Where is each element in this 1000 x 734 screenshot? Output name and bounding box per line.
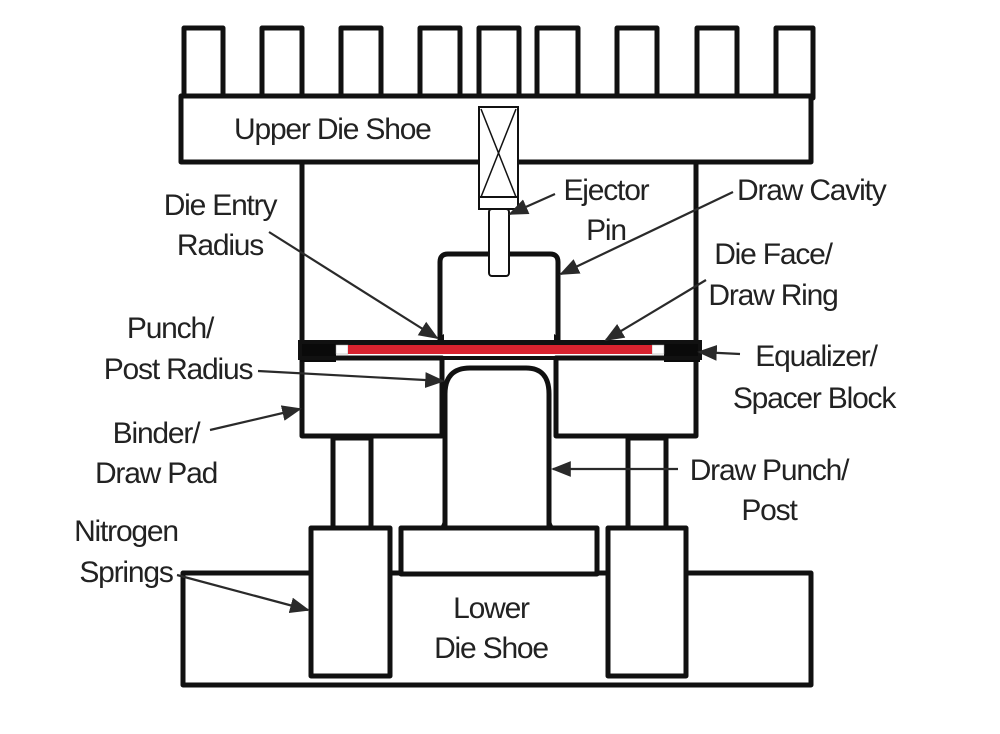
draw-punch	[442, 365, 552, 526]
label-equalizer-line1: Equalizer/	[755, 340, 878, 373]
leader-draw-cavity	[559, 191, 734, 275]
leader-equalizer	[697, 344, 741, 361]
leader-die-entry-radius	[268, 231, 439, 340]
nitrogen-spring-left	[308, 525, 393, 679]
tooth	[476, 25, 522, 101]
leader-lines	[176, 191, 741, 614]
label-punch-radius-line1: Punch/	[127, 312, 215, 345]
label-ejector-pin-line1: Ejector	[564, 174, 650, 207]
punch-base	[398, 525, 600, 577]
tooth	[181, 25, 226, 101]
tooth	[694, 25, 740, 101]
draw-blank-sheet	[348, 345, 652, 354]
blank-edge-right	[651, 344, 665, 355]
tooth	[259, 25, 305, 101]
tooth	[534, 25, 581, 101]
label-die-entry-radius-line2: Radius	[177, 229, 263, 262]
ejector-cylinder	[478, 106, 519, 210]
blank-edge-left	[335, 344, 349, 355]
leader-die-face	[604, 279, 707, 342]
pressure-pin-left	[330, 435, 374, 531]
label-nitrogen-springs-line1: Nitrogen	[74, 515, 178, 548]
label-lower-die-shoe-line2: Die Shoe	[434, 632, 548, 665]
lower-die-shoe	[180, 570, 814, 688]
leader-punch-radius	[257, 369, 445, 388]
leader-ejector-pin	[508, 192, 556, 216]
label-die-entry-radius-line1: Die Entry	[164, 189, 278, 222]
label-die-face-line2: Draw Ring	[708, 279, 837, 312]
leader-nitrogen-springs	[176, 573, 310, 614]
label-draw-cavity: Draw Cavity	[737, 174, 887, 207]
label-draw-punch-line2: Post	[741, 494, 798, 527]
pressure-pin-right	[625, 435, 669, 531]
label-ejector-pin-line2: Pin	[586, 214, 626, 247]
label-binder-line2: Draw Pad	[95, 457, 217, 490]
label-lower-die-shoe-line1: Lower	[453, 592, 530, 625]
ejector-pin	[488, 208, 510, 277]
label-punch-radius-line2: Post Radius	[104, 353, 253, 386]
label-binder-line1: Binder/	[113, 417, 202, 450]
label-die-face-line1: Die Face/	[714, 238, 833, 271]
tooth	[338, 25, 384, 101]
label-upper-die-shoe: Upper Die Shoe	[234, 113, 431, 146]
tooth	[614, 25, 660, 101]
label-draw-punch-line1: Draw Punch/	[690, 454, 850, 487]
leader-binder	[209, 405, 302, 432]
tooth	[773, 25, 816, 101]
binder-left	[299, 355, 445, 439]
upper-die-teeth	[181, 25, 816, 101]
tooth	[417, 25, 463, 101]
binder-right	[553, 355, 699, 439]
label-equalizer-line2: Spacer Block	[733, 382, 898, 415]
label-nitrogen-springs-line2: Springs	[79, 556, 173, 589]
nitrogen-spring-right	[605, 525, 689, 679]
